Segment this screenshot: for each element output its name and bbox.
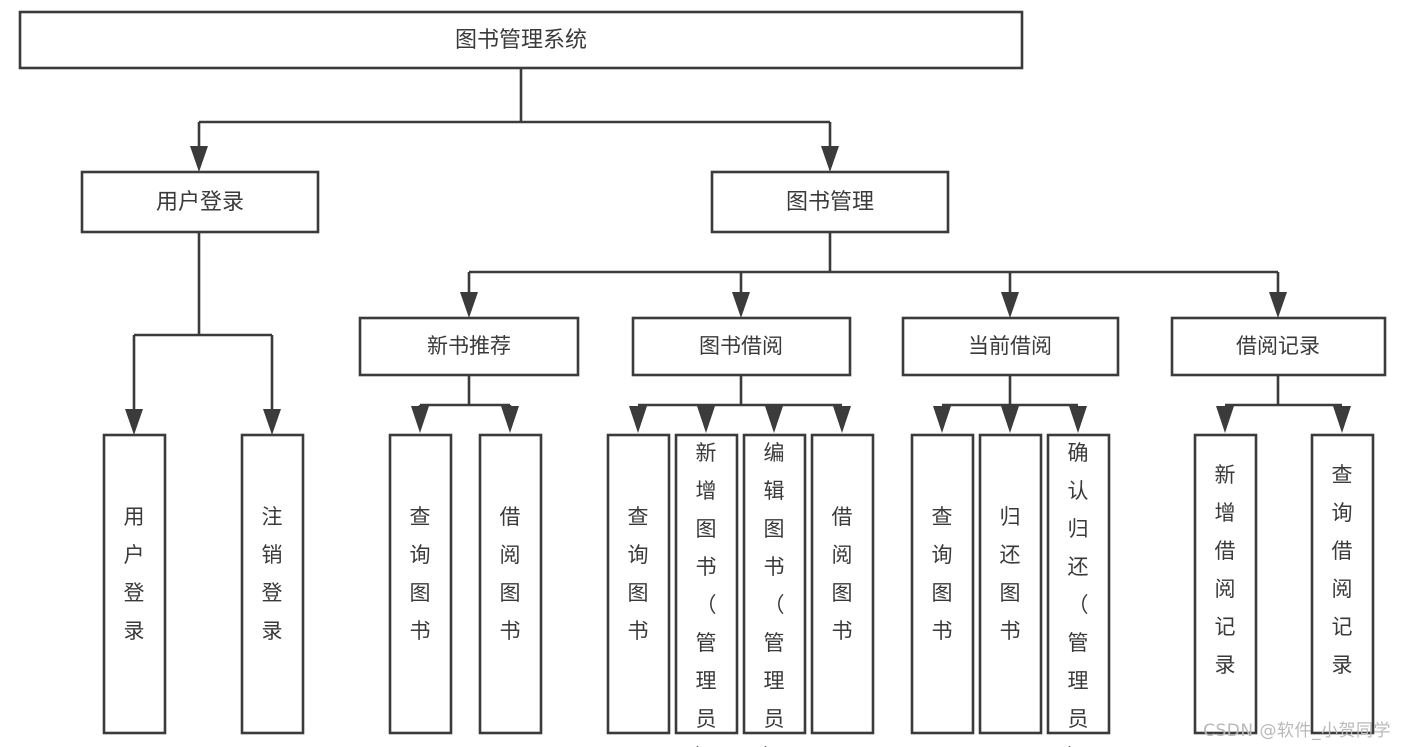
arrow-current-borrow-leaf-1	[933, 406, 951, 433]
node-current-borrow-box[interactable]	[901, 316, 1120, 377]
arrow-to-current-borrow	[1001, 292, 1019, 318]
node-book-management-box[interactable]	[710, 170, 950, 234]
leaf-new-book-2-box[interactable]	[478, 433, 543, 735]
leaf-book-borrow-3[interactable]: 编辑图书（管理员）	[742, 433, 807, 747]
leaf-borrow-record-1-box[interactable]	[1193, 433, 1258, 735]
arrow-current-borrow-leaf-3	[1069, 406, 1087, 433]
leaf-book-borrow-2-box[interactable]	[674, 433, 739, 735]
leaf-book-borrow-2[interactable]: 新增图书（管理员）	[674, 433, 739, 747]
node-book-borrow-label: 图书借阅	[699, 334, 783, 358]
arrow-borrow-record-leaf-1	[1216, 406, 1234, 433]
node-borrow-record[interactable]: 借阅记录	[1170, 316, 1387, 377]
arrow-to-book-mgmt	[821, 146, 839, 172]
leaf-borrow-record-2[interactable]: 查询借阅记录	[1310, 433, 1375, 735]
node-book-borrow-box[interactable]	[631, 316, 852, 377]
leaf-borrow-record-2-box[interactable]	[1310, 433, 1375, 735]
node-book-management[interactable]: 图书管理	[710, 170, 950, 234]
leaf-current-borrow-2-box[interactable]	[978, 433, 1043, 735]
node-new-book-recommend-label: 新书推荐	[427, 334, 511, 358]
leaf-book-borrow-1-box[interactable]	[606, 433, 671, 735]
arrow-new-book-leaf-1	[411, 406, 429, 433]
leaf-current-borrow-1-box[interactable]	[910, 433, 975, 735]
leaf-user-login-2-label: 注销登录	[262, 505, 283, 643]
leaf-new-book-1[interactable]: 查询图书	[388, 433, 453, 735]
leaf-user-login-2-box[interactable]	[240, 433, 305, 735]
leaf-book-borrow-1[interactable]: 查询图书	[606, 433, 671, 735]
leaf-book-borrow-4-box[interactable]	[810, 433, 875, 735]
arrow-book-borrow-leaf-1	[629, 406, 647, 433]
node-root[interactable]: 图书管理系统	[18, 10, 1024, 70]
arrow-book-borrow-leaf-4	[833, 406, 851, 433]
node-book-borrow[interactable]: 图书借阅	[631, 316, 852, 377]
leaf-current-borrow-3-label: 确认归还（管理员）	[1068, 441, 1089, 747]
node-borrow-record-label: 借阅记录	[1236, 334, 1320, 358]
leaf-new-book-2[interactable]: 借阅图书	[478, 433, 543, 735]
arrow-user-login-leaf-2	[263, 409, 281, 435]
arrow-to-borrow-record	[1269, 292, 1287, 318]
leaf-book-borrow-2-label: 新增图书（管理员）	[696, 441, 717, 747]
arrow-user-login-leaf-1	[125, 409, 143, 435]
leaf-borrow-record-1-label: 新增借阅记录	[1215, 463, 1236, 677]
arrow-to-user-login	[190, 146, 208, 172]
arrow-to-new-book	[460, 292, 478, 318]
node-current-borrow-label: 当前借阅	[968, 334, 1052, 358]
node-current-borrow[interactable]: 当前借阅	[901, 316, 1120, 377]
node-book-management-label: 图书管理	[786, 190, 874, 215]
leaf-new-book-1-label: 查询图书	[410, 505, 431, 643]
leaf-current-borrow-3[interactable]: 确认归还（管理员）	[1046, 433, 1111, 747]
node-root-label: 图书管理系统	[455, 28, 587, 53]
leaf-book-borrow-4[interactable]: 借阅图书	[810, 433, 875, 735]
node-root-box[interactable]	[18, 10, 1024, 70]
leaf-current-borrow-1[interactable]: 查询图书	[910, 433, 975, 735]
leaf-book-borrow-3-label: 编辑图书（管理员）	[764, 441, 785, 747]
leaf-book-borrow-4-label: 借阅图书	[832, 505, 853, 643]
connector-layer	[125, 68, 1351, 435]
leaf-user-login-1-box[interactable]	[102, 433, 167, 735]
leaf-current-borrow-2[interactable]: 归还图书	[978, 433, 1043, 735]
leaf-new-book-1-box[interactable]	[388, 433, 453, 735]
node-user-login-label: 用户登录	[156, 190, 244, 215]
node-borrow-record-box[interactable]	[1170, 316, 1387, 377]
arrow-book-borrow-leaf-3	[765, 406, 783, 433]
arrow-book-borrow-leaf-2	[697, 406, 715, 433]
leaf-user-login-1[interactable]: 用户登录	[102, 433, 167, 735]
node-new-book-recommend-box[interactable]	[358, 316, 580, 377]
leaf-new-book-2-label: 借阅图书	[500, 505, 521, 643]
leaf-book-borrow-1-label: 查询图书	[628, 505, 649, 643]
csdn-watermark: CSDN @软件_小贺同学	[1203, 721, 1391, 741]
leaf-current-borrow-2-label: 归还图书	[1000, 505, 1021, 643]
arrow-current-borrow-leaf-2	[1001, 406, 1019, 433]
leaf-borrow-record-2-label: 查询借阅记录	[1332, 463, 1353, 677]
leaf-user-login-2[interactable]: 注销登录	[240, 433, 305, 735]
node-user-login[interactable]: 用户登录	[80, 170, 320, 234]
leaf-borrow-record-1[interactable]: 新增借阅记录	[1193, 433, 1258, 735]
node-user-login-box[interactable]	[80, 170, 320, 234]
leaf-current-borrow-3-box[interactable]	[1046, 433, 1111, 735]
arrow-borrow-record-leaf-2	[1333, 406, 1351, 433]
node-new-book-recommend[interactable]: 新书推荐	[358, 316, 580, 377]
leaf-user-login-1-label: 用户登录	[124, 505, 145, 643]
leaf-current-borrow-1-label: 查询图书	[932, 505, 953, 643]
arrow-new-book-leaf-2	[501, 406, 519, 433]
leaf-book-borrow-3-box[interactable]	[742, 433, 807, 735]
arrow-to-book-borrow	[732, 292, 750, 318]
